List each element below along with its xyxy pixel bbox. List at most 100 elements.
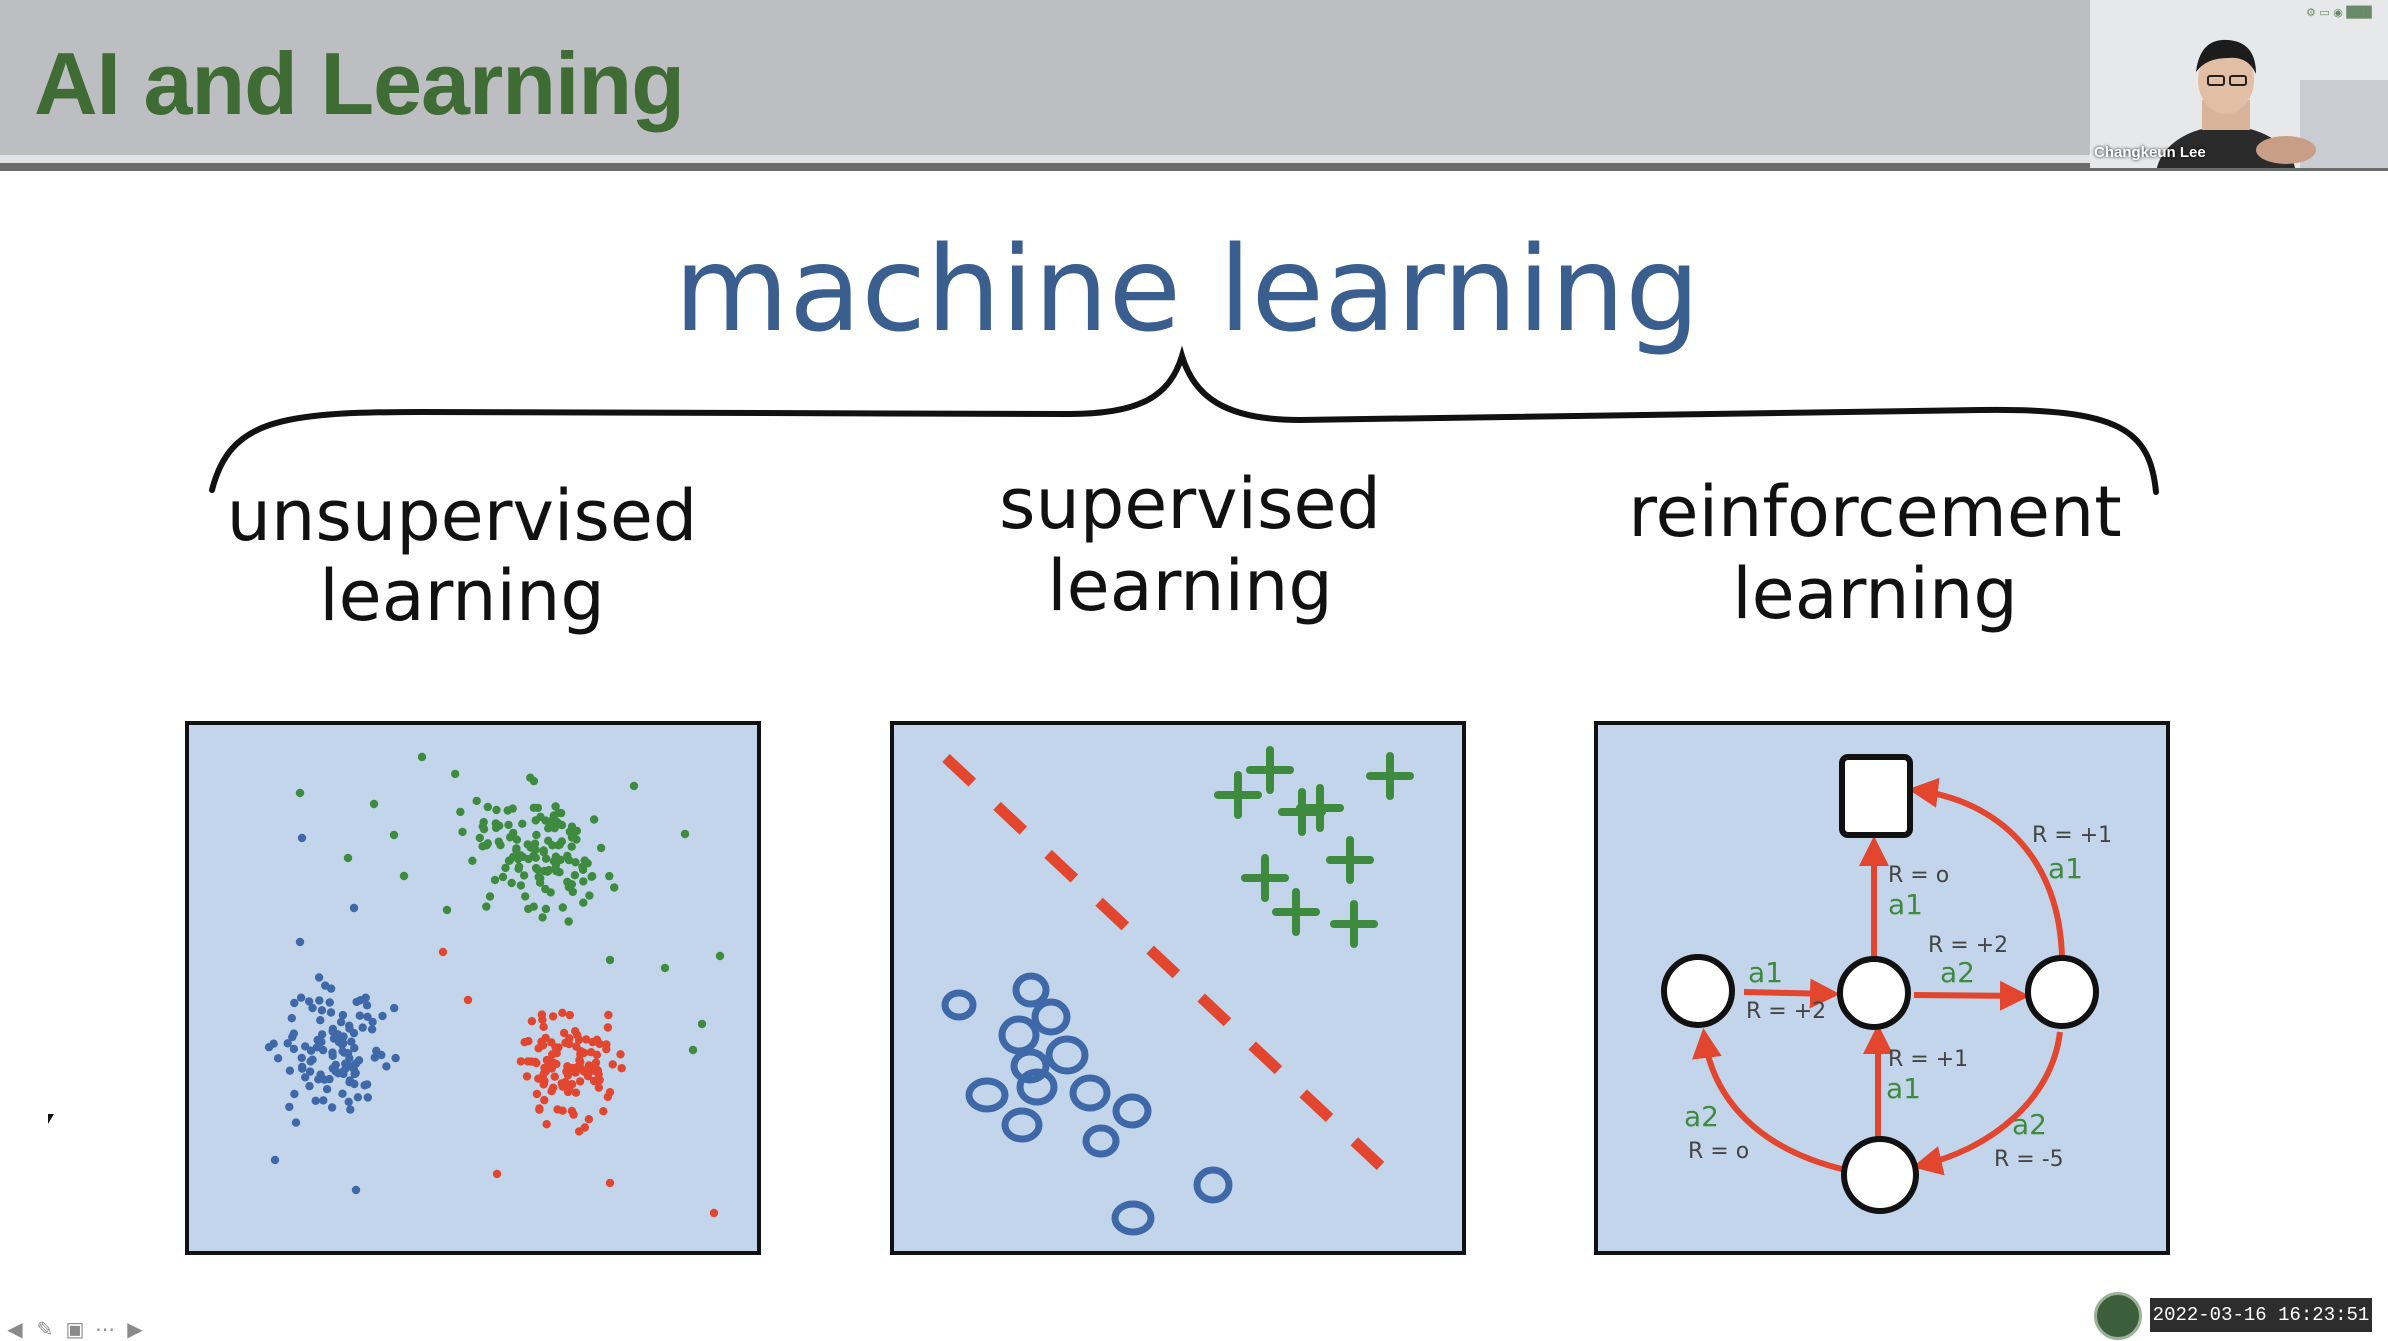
cluster-point (297, 833, 307, 843)
cluster-point (331, 1067, 340, 1076)
cluster-point (549, 1083, 558, 1092)
cluster-point (602, 1044, 611, 1054)
circle-mark (941, 989, 977, 1021)
cluster-point (319, 1096, 328, 1105)
cluster-point (559, 1028, 569, 1038)
arrow-left-icon[interactable]: ◀ (7, 1317, 23, 1341)
cluster-point (548, 1012, 558, 1021)
cluster-point (550, 1072, 559, 1081)
cluster-point (458, 827, 467, 837)
cluster-point (290, 998, 299, 1008)
cluster-point (537, 1010, 547, 1019)
cluster-point (320, 1075, 329, 1084)
cluster-point (608, 1060, 617, 1069)
cluster-point (541, 816, 550, 825)
cluster-point (532, 1089, 542, 1099)
cluster-point (610, 883, 619, 892)
cluster-point (542, 1120, 551, 1129)
unsupervised-panel (185, 721, 761, 1255)
cluster-point (399, 871, 409, 881)
circle-mark (1193, 1166, 1233, 1204)
cluster-point (291, 1118, 301, 1127)
cluster-point (322, 1085, 332, 1094)
label-unsupervised-line1: unsupervised (227, 475, 698, 557)
cluster-point (492, 805, 501, 815)
cluster-point (599, 1107, 608, 1116)
cluster-point (314, 1075, 323, 1084)
cluster-point (368, 1017, 377, 1027)
rl-diagram: R = +1 a1 R = o a1 a1 R = +2 R = +2 a2 R… (1661, 754, 2112, 1214)
cluster-point (298, 1064, 307, 1073)
slides-icon[interactable]: ▣ (65, 1317, 85, 1341)
cluster-point (558, 1008, 567, 1017)
state-right (2025, 955, 2099, 1029)
cluster-point (301, 1042, 310, 1051)
slide-title: AI and Learning (34, 34, 685, 133)
cluster-point (305, 1081, 314, 1091)
label-supervised-line2: learning (1047, 545, 1333, 627)
cluster-point (524, 904, 533, 914)
header-divider-dark (0, 163, 2388, 171)
sponsor-logos: ⚙ ▭ ◉ ███ (2306, 6, 2372, 19)
cluster-point (504, 820, 513, 830)
arrow-right-icon[interactable]: ▶ (127, 1317, 143, 1341)
cluster-point (575, 1077, 585, 1086)
supervised-panel (890, 721, 1466, 1255)
cluster-point (343, 853, 353, 863)
cluster-point (547, 1064, 556, 1073)
cluster-point (363, 1012, 372, 1021)
cluster-point (315, 996, 324, 1005)
cluster-points (264, 752, 725, 1218)
cluster-point (660, 963, 670, 973)
state-bottom (1841, 1136, 1919, 1214)
action-label: a1 (1886, 1072, 1921, 1105)
cluster-point (544, 836, 553, 845)
cluster-point (591, 1063, 600, 1072)
cluster-point (551, 864, 560, 873)
cluster-point (369, 799, 379, 809)
cluster-point (518, 852, 527, 862)
cluster-point (296, 993, 306, 1002)
action-label: a1 (1748, 956, 1783, 989)
cluster-point (535, 1105, 544, 1114)
participant-avatar-icon (2090, 0, 2388, 168)
cluster-point (485, 892, 495, 901)
cluster-point (351, 1185, 361, 1195)
circle-mark (965, 1077, 1009, 1113)
participant-video[interactable] (2090, 0, 2388, 168)
cluster-point (697, 1019, 707, 1029)
reward-label: R = o (1888, 863, 1949, 888)
cluster-point (523, 1057, 533, 1066)
cluster-point (534, 872, 543, 882)
cluster-point (617, 1064, 626, 1073)
cluster-point (270, 1155, 280, 1165)
cluster-point (531, 853, 540, 862)
cluster-point (709, 1208, 719, 1218)
positive-samples (1214, 746, 1414, 948)
cluster-point (548, 1050, 557, 1059)
cluster-point (328, 1024, 338, 1034)
cluster-point (505, 856, 514, 865)
action-label: a2 (1684, 1100, 1719, 1133)
more-icon[interactable]: ⋯ (95, 1317, 115, 1341)
cluster-point (501, 863, 510, 873)
pen-icon[interactable]: ✎ (36, 1317, 54, 1341)
cluster-point (345, 1054, 354, 1063)
cluster-point (350, 1069, 359, 1079)
cluster-point (530, 839, 540, 848)
cluster-point (575, 1055, 584, 1065)
cluster-point (353, 1093, 363, 1102)
reward-label: R = +2 (1746, 999, 1826, 1024)
cluster-point (605, 955, 615, 965)
cluster-point (289, 1029, 298, 1038)
cluster-point (344, 1097, 353, 1107)
cluster-point (378, 1011, 387, 1021)
cluster-point (574, 1035, 584, 1045)
cluster-point (301, 1073, 310, 1082)
cluster-point (491, 819, 500, 828)
cluster-point (629, 781, 639, 791)
cluster-point (580, 1123, 589, 1132)
cluster-point (551, 802, 560, 811)
cluster-point (355, 1011, 364, 1020)
cluster-point (327, 1103, 337, 1112)
